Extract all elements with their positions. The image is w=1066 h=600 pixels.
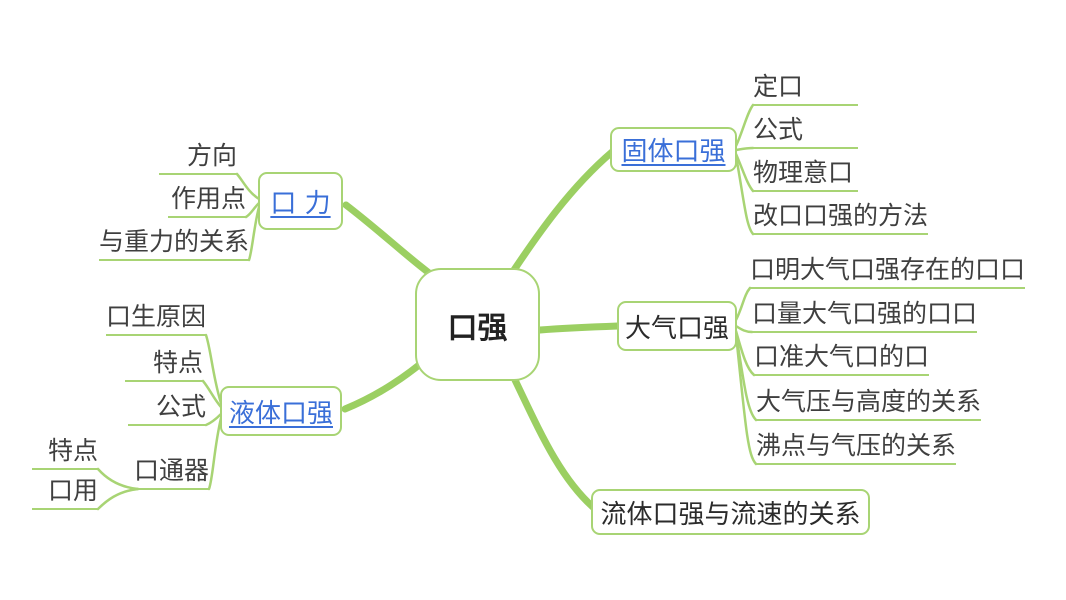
main-topic-fluid-pressure-speed[interactable]: 流体口强与流速的关系 <box>591 489 870 535</box>
twig-liquid-features <box>201 379 223 409</box>
twig-physical-meaning <box>734 152 755 193</box>
branch-line-solid-pressure <box>508 148 616 277</box>
subtopic-relation-with-gravity[interactable]: 与重力的关系 <box>98 227 249 261</box>
twig-prove-experiments <box>734 286 752 322</box>
twig-action-point <box>244 201 261 219</box>
main-topic-solid-pressure[interactable]: 固体口强 <box>610 127 737 172</box>
subtopic-standard-value[interactable]: 口准大气口的口 <box>754 342 930 376</box>
twig-definition <box>734 103 755 148</box>
subtopic-pressure-altitude-relation[interactable]: 大气压与高度的关系 <box>756 387 982 421</box>
twig-vessel-application <box>96 487 140 511</box>
twig-measure-experiments <box>734 324 754 334</box>
subtopic-boiling-point-relation[interactable]: 沸点与气压的关系 <box>756 431 957 465</box>
twig-boiling-point <box>734 332 758 466</box>
subtopic-measure-experiments[interactable]: 口量大气口强的口口 <box>752 299 978 333</box>
branch-line-fluid-pressure <box>511 376 598 512</box>
main-topic-atmospheric-pressure[interactable]: 大气口强 <box>617 301 737 351</box>
subtopic-cause[interactable]: 口生原因 <box>105 302 206 336</box>
twig-liquid-formula <box>204 412 223 427</box>
subtopic-solid-formula[interactable]: 公式 <box>753 115 858 149</box>
central-topic[interactable]: 口强 <box>415 268 540 381</box>
twig-solid-formula <box>734 146 755 152</box>
subtopic-vessel-application[interactable]: 口用 <box>32 476 98 510</box>
subtopic-vessel-features[interactable]: 特点 <box>32 436 98 470</box>
twig-relation-with-gravity <box>247 205 261 262</box>
branch-line-atmospheric-pressure <box>536 322 622 334</box>
subtopic-communicating-vessel[interactable]: 口通器 <box>131 456 209 490</box>
subtopic-physical-meaning[interactable]: 物理意口 <box>753 158 858 192</box>
subtopic-direction[interactable]: 方向 <box>159 141 237 175</box>
twig-change-pressure-methods <box>734 154 755 236</box>
subtopic-liquid-features[interactable]: 特点 <box>125 348 203 382</box>
subtopic-definition[interactable]: 定口 <box>753 72 858 106</box>
subtopic-change-pressure-methods[interactable]: 改口口强的方法 <box>753 201 929 235</box>
subtopic-prove-experiments[interactable]: 口明大气口强存在的口口 <box>750 255 1026 289</box>
main-topic-force[interactable]: 口 力 <box>258 172 343 230</box>
main-topic-liquid-pressure[interactable]: 液体口强 <box>220 386 342 436</box>
subtopic-action-point[interactable]: 作用点 <box>168 184 246 218</box>
twig-pressure-altitude <box>734 331 758 422</box>
twig-direction <box>235 172 261 201</box>
subtopic-liquid-formula[interactable]: 公式 <box>128 392 206 426</box>
twig-communicating-vessel <box>207 416 223 491</box>
twig-cause <box>204 333 223 405</box>
